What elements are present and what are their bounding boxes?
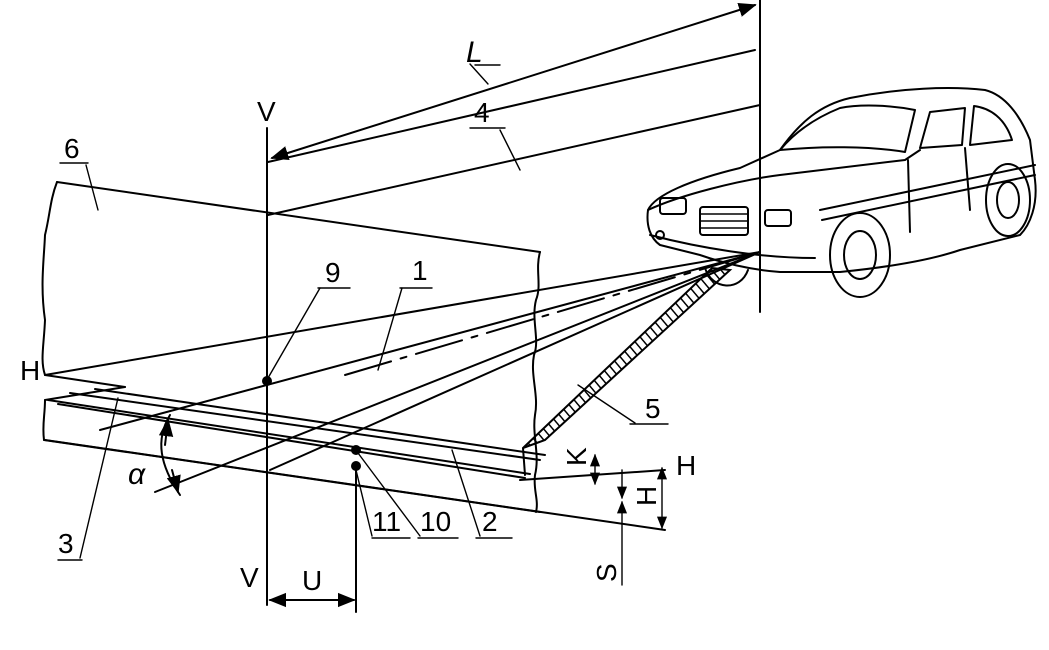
- point-10: [351, 445, 361, 455]
- label-H-dim: H: [631, 486, 662, 506]
- floor-stripes: [44, 386, 666, 531]
- dimension-K: K: [561, 447, 601, 486]
- label-9: 9: [325, 257, 341, 288]
- callout-1: 1: [377, 255, 433, 371]
- label-H-left: H: [20, 355, 40, 386]
- car: [646, 87, 1037, 298]
- label-K: K: [561, 447, 592, 466]
- label-11: 11: [372, 506, 401, 537]
- dimension-H: H: [616, 466, 668, 530]
- angle-alpha: α: [128, 414, 181, 496]
- label-4: 4: [474, 97, 490, 128]
- callout-3: 3: [57, 397, 119, 561]
- horizon-H: H H: [20, 355, 696, 481]
- points: [262, 376, 361, 471]
- callout-9: 9: [267, 257, 351, 379]
- callout-4: 4: [469, 97, 521, 171]
- callout-10-11: 10 11: [355, 452, 459, 539]
- label-H-right: H: [676, 450, 696, 481]
- callout-5: 5: [577, 384, 669, 425]
- callout-2: 2: [451, 449, 513, 539]
- label-1: 1: [412, 255, 428, 286]
- dimension-U: U: [268, 469, 357, 613]
- label-V-bottom: V: [240, 562, 259, 593]
- point-9: [262, 376, 272, 386]
- screen-panel: [41, 181, 541, 513]
- label-S: S: [591, 563, 622, 582]
- label-V-top: V: [257, 96, 276, 127]
- light-beam: [44, 251, 761, 493]
- dimension-S: S: [591, 500, 628, 586]
- label-alpha: α: [128, 458, 146, 491]
- label-U: U: [302, 565, 322, 596]
- label-10: 10: [420, 506, 451, 537]
- dimension-L: L: [270, 3, 757, 160]
- label-6: 6: [64, 133, 80, 164]
- hatched-beam-5: [522, 266, 733, 476]
- axis-V: V V: [240, 96, 276, 606]
- label-2: 2: [482, 506, 498, 537]
- label-5: 5: [645, 393, 661, 424]
- callout-6: 6: [59, 133, 99, 211]
- label-3: 3: [58, 528, 74, 559]
- label-L: L: [466, 36, 483, 69]
- point-11: [351, 461, 361, 471]
